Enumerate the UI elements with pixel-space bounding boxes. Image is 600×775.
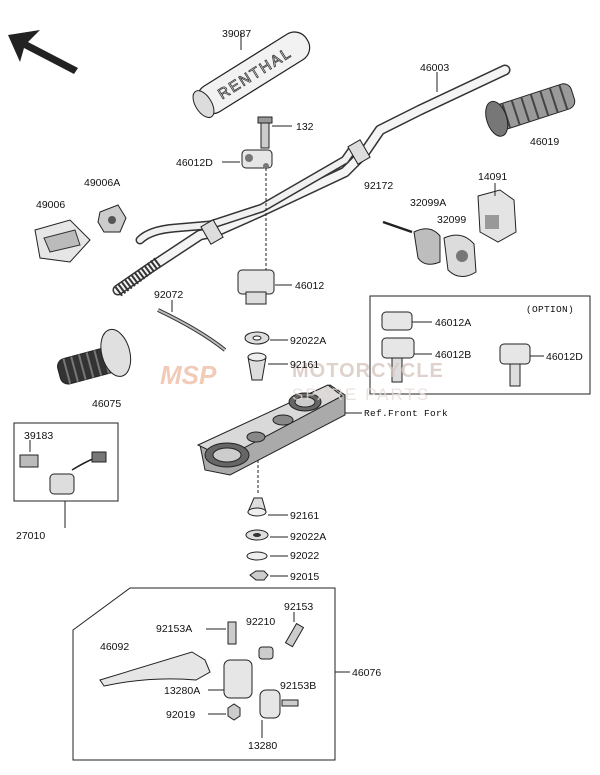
part-32099A[interactable]: 32099A (410, 197, 447, 209)
bolt-92153B (281, 699, 299, 707)
option-clamp-a (381, 311, 413, 331)
watermark-line2: SPARE PARTS (292, 385, 431, 404)
part-92022A-top[interactable]: 92022A (290, 335, 327, 347)
part-92072[interactable]: 92072 (154, 289, 184, 301)
lever-housing-14091 (477, 189, 517, 243)
bar-pad: RENTHAL (192, 31, 311, 119)
switch-box (13, 422, 119, 502)
part-92022[interactable]: 92022 (290, 550, 320, 562)
part-27010[interactable]: 27010 (16, 530, 46, 542)
throttle-housing (34, 219, 91, 263)
part-49006[interactable]: 49006 (36, 199, 66, 211)
part-32099[interactable]: 32099 (437, 214, 467, 226)
watermark-logo: MSP (160, 360, 217, 390)
part-92153B[interactable]: 92153B (280, 680, 317, 692)
option-title: (OPTION) (526, 304, 575, 315)
option-box (369, 295, 591, 395)
cable-tie (157, 308, 227, 352)
washer-bottom (246, 551, 268, 561)
clamp-32099 (443, 234, 477, 277)
option-46012B[interactable]: 46012B (435, 349, 472, 361)
part-92022A-bottom[interactable]: 92022A (290, 531, 327, 543)
part-46092[interactable]: 46092 (100, 641, 130, 653)
clamp-top (241, 149, 273, 169)
part-92172[interactable]: 92172 (364, 180, 394, 192)
part-92161-bottom[interactable]: 92161 (290, 510, 320, 522)
clamp-32099A (413, 228, 441, 265)
bolt-92153A (227, 621, 237, 645)
part-46075[interactable]: 46075 (92, 398, 122, 410)
part-13280A[interactable]: 13280A (164, 685, 201, 697)
perch (223, 659, 281, 719)
bolt-132 (257, 116, 273, 149)
direction-arrow-icon (8, 30, 78, 74)
part-49006A[interactable]: 49006A (84, 177, 121, 189)
part-46012[interactable]: 46012 (295, 280, 325, 292)
switch-assembly (19, 451, 107, 495)
option-46012D[interactable]: 46012D (546, 351, 583, 363)
part-92019[interactable]: 92019 (166, 709, 196, 721)
part-14091[interactable]: 14091 (478, 171, 508, 183)
part-92153[interactable]: 92153 (284, 601, 314, 613)
part-92210[interactable]: 92210 (246, 616, 276, 628)
part-46019[interactable]: 46019 (530, 136, 560, 148)
part-132[interactable]: 132 (296, 121, 314, 133)
option-46012A[interactable]: 46012A (435, 317, 472, 329)
option-clamp-d (499, 343, 531, 387)
part-39183[interactable]: 39183 (24, 430, 54, 442)
part-13280[interactable]: 13280 (248, 740, 278, 752)
bolt-92153 (284, 622, 305, 648)
adjuster-92210 (258, 646, 274, 660)
left-grip (57, 328, 132, 385)
triple-clamp (196, 384, 346, 476)
part-92161-top[interactable]: 92161 (290, 359, 320, 371)
clutch-lever (99, 651, 211, 687)
clamp-lower (237, 269, 275, 305)
cap-nut (97, 204, 127, 233)
part-92015[interactable]: 92015 (290, 571, 320, 583)
nut-92019 (227, 703, 241, 721)
option-clamp-b (381, 337, 415, 383)
nut-bottom (249, 570, 269, 581)
ref-front-fork: Ref.Front Fork (364, 408, 449, 419)
throttle-grip (485, 83, 576, 137)
part-46012D[interactable]: 46012D (176, 157, 213, 169)
part-92153A[interactable]: 92153A (156, 623, 193, 635)
part-39087[interactable]: 39087 (222, 28, 252, 40)
lever-box (72, 587, 336, 761)
watermark-line1: MOTORCYCLE (292, 360, 444, 382)
handlebar (112, 64, 511, 297)
part-46076[interactable]: 46076 (352, 667, 382, 679)
part-46003[interactable]: 46003 (420, 62, 450, 74)
